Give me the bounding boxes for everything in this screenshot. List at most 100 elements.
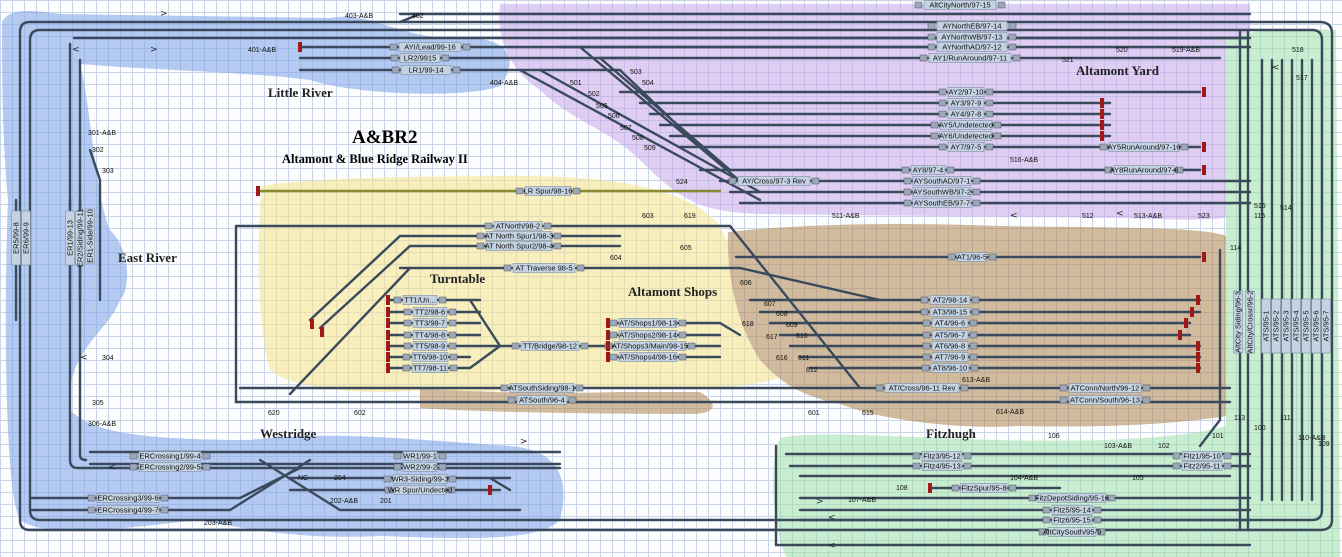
block-at-shops3[interactable]: AT/Shops3/Main/98-15	[604, 341, 696, 351]
block-ay3[interactable]: AY3/97-9	[938, 98, 994, 108]
block-ay2[interactable]: AY2/97-10	[938, 87, 994, 97]
switch-label[interactable]: 602	[354, 410, 366, 417]
block-v-ats2[interactable]: ATS/95-2	[1271, 298, 1281, 354]
switch-label[interactable]: 605	[680, 245, 692, 252]
block-ay-cross[interactable]: AY/Cross/97-3 Rev	[728, 176, 820, 186]
block-v-ats7[interactable]: ATS/95-7	[1321, 298, 1331, 354]
block-altcity-south[interactable]: AltCitySouth/95-9	[1038, 527, 1106, 537]
switch-label[interactable]: 516-A&B	[1010, 157, 1038, 164]
block-wr2[interactable]: WR2/99-2	[393, 462, 447, 472]
block-at-north-spur1[interactable]: AT North Spur1/98-3	[476, 231, 562, 241]
block-at4[interactable]: AT4/96-6	[922, 318, 978, 328]
switch-label[interactable]: 103-A&B	[1104, 443, 1132, 450]
block-at3[interactable]: AT3/98-15	[920, 307, 980, 317]
block-at-conn-south[interactable]: ATConn/South/96-13	[1059, 395, 1151, 405]
block-ay-north-wb[interactable]: AYNorthWB/97-13	[927, 32, 1017, 42]
switch-label[interactable]: 502	[588, 91, 600, 98]
switch-label[interactable]: 616	[776, 355, 788, 362]
block-fitz-spur[interactable]: FitzSpur/95-8	[951, 483, 1017, 493]
switch-label[interactable]: 617	[766, 334, 778, 341]
switch-label[interactable]: 601	[808, 410, 820, 417]
block-er-crossing3[interactable]: ERCrossing3/99-6	[87, 493, 169, 503]
switch-label[interactable]: 304	[102, 355, 114, 362]
switch-label[interactable]: 101	[1212, 433, 1224, 440]
block-at5[interactable]: AT5/96-7	[922, 330, 978, 340]
switch-label[interactable]: 202-A&B	[330, 498, 358, 505]
block-at-shops1[interactable]: AT/Shops1/98-13	[609, 318, 687, 328]
switch-label[interactable]: 107-A&B	[848, 497, 876, 504]
block-ay8-runaround[interactable]: AY8RunAround/97-6	[1104, 165, 1184, 175]
block-er5[interactable]: ER5/99-8	[11, 210, 21, 266]
block-ay6[interactable]: AY6/Undetected	[930, 131, 1002, 141]
block-ay5[interactable]: AY5/Undetected	[930, 120, 1002, 130]
block-at-north[interactable]: ATNorth/98-2	[484, 221, 552, 231]
block-tt4[interactable]: TT4/98-8	[403, 330, 457, 340]
block-at8[interactable]: AT8/96-10	[921, 363, 979, 373]
block-ay4[interactable]: AY4/97-8	[938, 109, 994, 119]
switch-label[interactable]: 105	[1132, 475, 1144, 482]
block-tt6[interactable]: TT6/98-10	[402, 352, 458, 362]
switch-label[interactable]: 113	[1234, 415, 1245, 422]
block-er-side[interactable]: ER1-Side/99-10	[85, 208, 95, 264]
block-er-crossing1[interactable]: ERCrossing1/99-4	[129, 451, 211, 461]
block-at7[interactable]: AT7/96-9	[922, 352, 978, 362]
block-alt-city-siding[interactable]: AltCity Siding/96-3	[1233, 290, 1243, 354]
switch-label[interactable]: 402	[412, 13, 424, 20]
switch-label[interactable]: 619	[684, 213, 696, 220]
block-fitz-depot[interactable]: FitzDepotSiding/95-16	[1028, 493, 1116, 503]
switch-label[interactable]: 108	[896, 485, 908, 492]
block-fitz3[interactable]: Fitz3/95-12	[912, 451, 972, 461]
block-ayi-lead[interactable]: AYI/Lead/99-16	[389, 42, 471, 52]
switch-label[interactable]: 114	[1230, 245, 1241, 252]
switch-label[interactable]: 517	[1296, 75, 1308, 82]
block-altcity-north[interactable]: AltCityNorth/97-15	[914, 0, 1006, 10]
switch-label[interactable]: 620	[268, 410, 280, 417]
block-er1[interactable]: ER1/99-13	[65, 210, 75, 266]
switch-label[interactable]: 519-A&B	[1172, 47, 1200, 54]
block-at-conn-north[interactable]: ATConn/North/96-12	[1059, 383, 1151, 393]
block-tt7[interactable]: TT7/98-11	[402, 363, 458, 373]
switch-label[interactable]: 100	[1254, 425, 1266, 432]
block-tt2[interactable]: TT2/98-6	[403, 307, 457, 317]
switch-label[interactable]: 403-A&B	[345, 13, 373, 20]
switch-label[interactable]: 102	[1158, 443, 1170, 450]
block-fitz2[interactable]: Fitz2/95-11	[1172, 461, 1232, 471]
switch-label[interactable]: 513-A&B	[1134, 213, 1162, 220]
block-lr1[interactable]: LR1/99-14	[391, 65, 461, 75]
block-at-traverse[interactable]: AT Traverse 98-5	[503, 263, 585, 273]
block-ay-south-wb[interactable]: AYSouthWB/97-2	[903, 187, 981, 197]
switch-label[interactable]: 201	[380, 498, 392, 505]
block-fitz5[interactable]: Fitz5/95-14	[1042, 505, 1102, 515]
switch-label[interactable]: 518	[1292, 47, 1304, 54]
switch-label[interactable]: 520	[1116, 47, 1128, 54]
switch-label[interactable]: 505	[596, 103, 608, 110]
switch-label[interactable]: 604	[610, 255, 622, 262]
switch-label[interactable]: NC	[298, 475, 308, 482]
block-at6[interactable]: AT6/96-8	[922, 341, 978, 351]
block-lr2[interactable]: LR2/9915	[390, 53, 450, 63]
block-tt3[interactable]: TT3/98-7	[403, 318, 457, 328]
switch-label[interactable]: 115	[1254, 213, 1265, 220]
block-er-crossing4[interactable]: ERCrossing4/99-7	[87, 505, 169, 515]
switch-label[interactable]: 106	[1048, 433, 1060, 440]
block-tt-bridge[interactable]: TT/Bridge/98-12	[511, 341, 589, 351]
switch-label[interactable]: 612	[806, 367, 818, 374]
switch-label[interactable]: 521	[1062, 57, 1074, 64]
block-fitz1[interactable]: Fitz1/95-10	[1172, 451, 1232, 461]
block-at-shops4[interactable]: AT/Shops4/98-16	[609, 352, 687, 362]
switch-label[interactable]: 618	[742, 321, 754, 328]
block-fitz4[interactable]: Fitz4/95-13	[912, 461, 972, 471]
switch-label[interactable]: 610	[796, 333, 808, 340]
block-er6[interactable]: ER6/99-9	[21, 210, 31, 266]
block-ay-south-eb[interactable]: AYSouthEB/97-7	[903, 198, 981, 208]
block-alt-city-cross[interactable]: AltCity/Crossr/96-2	[1245, 291, 1255, 354]
block-tt1[interactable]: TT1/Un...	[393, 295, 447, 305]
block-at-south[interactable]: ATSouth/96-4	[507, 395, 577, 405]
switch-label[interactable]: 512	[1082, 213, 1094, 220]
switch-label[interactable]: 507	[620, 125, 632, 132]
block-at2[interactable]: AT2/98-14	[920, 295, 980, 305]
switch-label[interactable]: 608	[776, 311, 788, 318]
switch-label[interactable]: 503	[630, 69, 642, 76]
block-v-ats1[interactable]: ATS/95-1	[1261, 298, 1271, 354]
block-fitz6[interactable]: Fitz6/95-15	[1042, 515, 1102, 525]
